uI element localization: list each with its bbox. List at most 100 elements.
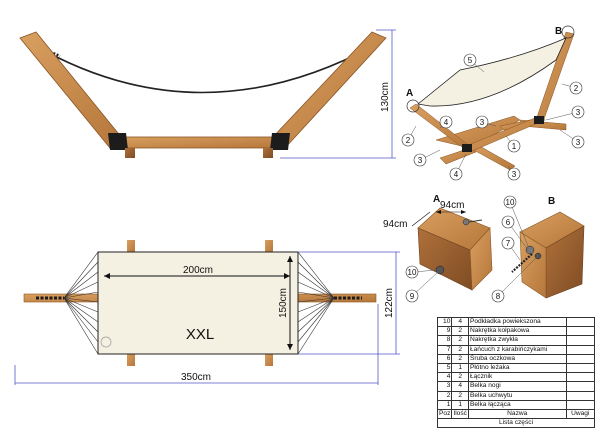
- part-quantity: 2: [451, 372, 469, 383]
- svg-text:9: 9: [410, 292, 415, 301]
- header-position: Poz: [436, 409, 453, 420]
- size-label: XXL: [186, 326, 214, 343]
- svg-text:3: 3: [576, 138, 581, 147]
- svg-text:4: 4: [454, 170, 459, 179]
- detail-b-marker: [561, 25, 575, 39]
- detail-a-view: A 94cm 94cm 10 9: [383, 194, 493, 303]
- part-position: 3: [436, 381, 453, 392]
- svg-text:3: 3: [418, 156, 423, 165]
- left-arm-beam: [19, 31, 123, 149]
- perspective-view: A B 5 2 3 2 3 3: [401, 25, 585, 181]
- detail-b-callout-8: 8: [491, 257, 537, 303]
- table-caption-row: Lista części: [437, 418, 595, 428]
- detail-depth-label: 94cm: [383, 219, 407, 230]
- right-end-ropes: [297, 251, 335, 355]
- height-dimension-label: 130cm: [380, 82, 391, 112]
- part-quantity: 2: [451, 344, 469, 355]
- part-position: 1: [436, 399, 453, 411]
- part-name: Belka nogi: [467, 381, 567, 392]
- part-name: Nakrętka kołpakowa: [467, 326, 567, 337]
- callout-3-right: 3: [559, 129, 585, 149]
- front-view: 130cm: [19, 29, 396, 159]
- part-quantity: 1: [451, 399, 469, 411]
- hammock-rope: [33, 44, 376, 94]
- stub-tl: [127, 240, 135, 252]
- total-width-label: 122cm: [384, 288, 395, 318]
- fabric-bed: [97, 251, 299, 355]
- table-caption: Lista części: [437, 418, 595, 428]
- connector-4a: [462, 144, 472, 152]
- part-position: 6: [436, 353, 453, 365]
- detail-a-title: A: [433, 194, 440, 205]
- svg-text:8: 8: [496, 292, 501, 301]
- part-position: 10: [436, 316, 453, 328]
- svg-text:4: 4: [444, 118, 449, 127]
- callout-2-right: 2: [561, 81, 583, 95]
- part-position: 7: [436, 344, 453, 355]
- svg-text:10: 10: [408, 268, 417, 277]
- header-quantity: Ilość: [451, 409, 469, 420]
- callout-3-left: 3: [413, 149, 441, 167]
- header-notes: Uwagi: [565, 409, 596, 420]
- part-name: Belka uchwytu: [467, 390, 567, 401]
- part-name: Nakrętka zwykła: [467, 335, 567, 346]
- detail-b-callout-10: 10: [503, 195, 529, 247]
- detail-b-view: B 10 6 7 8: [491, 195, 585, 303]
- part-notes: [565, 344, 596, 355]
- right-connector: [270, 133, 290, 150]
- connector-4b: [534, 116, 544, 124]
- part-notes: [565, 372, 596, 383]
- part-name: Płótno leżaka: [467, 363, 567, 374]
- stub-bl: [127, 354, 135, 366]
- part-notes: [565, 316, 596, 328]
- left-connector: [108, 133, 128, 150]
- detail-b-title: B: [548, 196, 555, 207]
- detail-b-callout-6: 6: [501, 215, 529, 251]
- part-name: Belka łącząca: [467, 399, 567, 411]
- svg-text:5: 5: [468, 56, 473, 65]
- detail-b-chain: [511, 253, 533, 273]
- left-end-ropes: [63, 251, 99, 355]
- part-notes: [565, 353, 596, 365]
- top-view: 200cm 150cm XXL 350cm 122cm: [14, 240, 400, 385]
- svg-text:1: 1: [512, 142, 517, 151]
- part-notes: [565, 390, 596, 401]
- svg-text:10: 10: [506, 198, 515, 207]
- part-name: Podkładka powiekszona: [467, 316, 567, 328]
- callout-4-bottom: 4: [449, 153, 467, 181]
- callout-1: 1: [505, 135, 521, 153]
- callout-3-mid: 3: [475, 115, 497, 129]
- right-foot: [263, 148, 273, 158]
- part-notes: [565, 381, 596, 392]
- part-notes: [565, 399, 596, 411]
- base-beam: [113, 136, 285, 149]
- detail-b-eye-bolt: [525, 245, 535, 255]
- detail-b-callout-7: 7: [501, 236, 521, 261]
- part-quantity: 2: [451, 390, 469, 401]
- part-quantity: 4: [451, 381, 469, 392]
- stub-br: [265, 354, 273, 366]
- part-quantity: 4: [451, 316, 469, 328]
- detail-a-callout-10: 10: [405, 265, 439, 279]
- part-name: Śruba oczkowa: [467, 353, 567, 365]
- detail-a-marker: [406, 99, 420, 113]
- stub-tr: [265, 240, 273, 252]
- svg-text:6: 6: [506, 218, 511, 227]
- part-name: Łańcuch z karabińczykami: [467, 344, 567, 355]
- part-notes: [565, 335, 596, 346]
- detail-width-label: 94cm: [440, 200, 464, 211]
- part-position: 8: [436, 335, 453, 346]
- part-position: 9: [436, 326, 453, 337]
- perspective-label-a: A: [406, 88, 413, 99]
- detail-a-bolt: [462, 218, 470, 226]
